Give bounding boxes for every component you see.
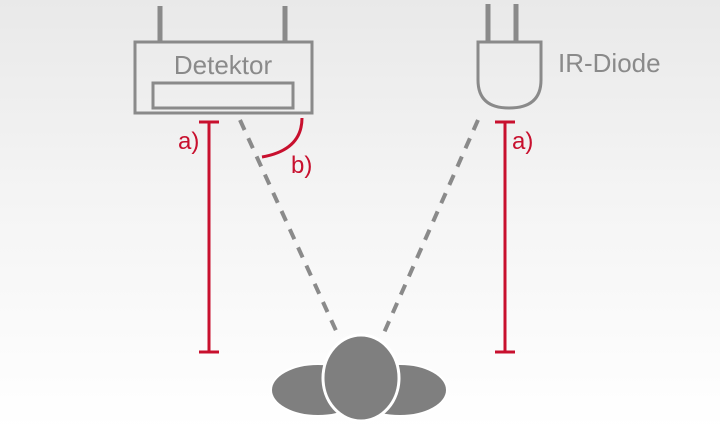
distance-marker-left: a) — [178, 120, 219, 354]
ir-beam — [381, 119, 480, 336]
angle-arc — [261, 117, 304, 159]
distance-label-left: a) — [178, 128, 199, 155]
angle-label: b) — [291, 152, 312, 179]
person-head — [321, 333, 401, 423]
person-top-view — [270, 333, 448, 423]
distance-label-right: a) — [512, 128, 533, 155]
ir-diode-body — [476, 40, 543, 110]
detector-label: Detektor — [174, 50, 273, 80]
detector-housing — [133, 40, 314, 115]
detector-sensor-window — [151, 81, 295, 110]
angle-marker: b) — [261, 117, 312, 179]
distance-marker-right: a) — [495, 120, 533, 354]
ir-diode: IR-Diode — [476, 4, 661, 110]
ir-diode-label: IR-Diode — [558, 48, 661, 78]
detector-unit: Detektor — [133, 6, 314, 115]
detection-beam — [238, 119, 340, 336]
